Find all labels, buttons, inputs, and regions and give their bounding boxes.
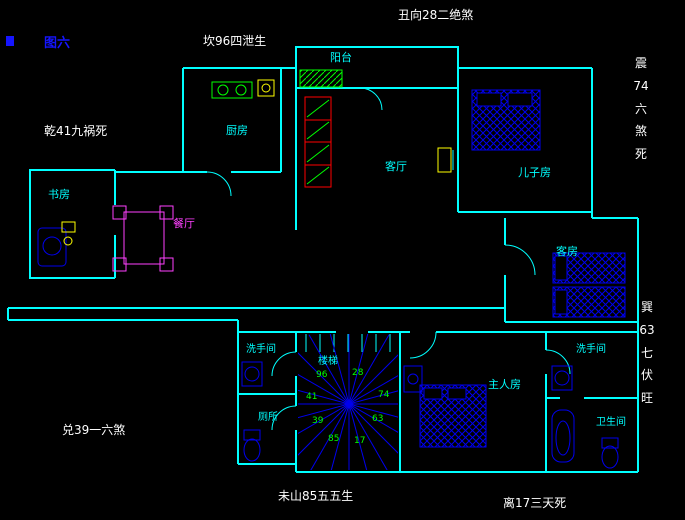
- kitchen-appliance: [257, 79, 275, 97]
- annotation-chou: 丑向28二绝煞: [398, 8, 474, 22]
- annotation-qian: 乾41九祸死: [44, 124, 108, 138]
- annotation-wei: 未山85五五生: [278, 489, 354, 503]
- room-label-master: 主人房: [488, 378, 521, 391]
- room-label-sons-room: 儿子房: [518, 166, 551, 179]
- study-desk: [37, 221, 76, 267]
- dining-table: [112, 205, 174, 272]
- compass-number: 85: [328, 434, 340, 444]
- master-wardrobe: [403, 365, 423, 393]
- compass-lines: [298, 334, 398, 470]
- annotation-zhen: 震 74 六 煞 死: [633, 56, 649, 162]
- room-label-bathroom: 卫生间: [596, 417, 626, 428]
- compass-number: 63: [372, 414, 384, 424]
- door-arcs: [206, 87, 571, 431]
- tv: [437, 147, 454, 173]
- bathtub: [551, 409, 575, 463]
- room-label-living: 客厅: [385, 160, 407, 173]
- figure-label: 图六: [44, 36, 71, 51]
- walls: [7, 46, 639, 473]
- compass-number: 39: [312, 416, 324, 426]
- toilet-fixture: [243, 429, 261, 462]
- washroom-right-sink: [551, 365, 573, 391]
- room-label-stairs: 楼梯: [318, 356, 338, 367]
- room-label-kitchen: 厨房: [226, 124, 248, 137]
- compass-number: 74: [378, 390, 390, 400]
- room-label-washroom-left: 洗手间: [246, 344, 276, 355]
- compass-number: 17: [354, 436, 366, 446]
- annotation-li: 离17三天死: [503, 496, 567, 510]
- balcony-planter: [299, 69, 343, 88]
- sofa: [304, 96, 332, 188]
- room-label-balcony: 阳台: [330, 51, 352, 64]
- annotation-xun: 巽 63 七 伏 旺: [639, 300, 655, 406]
- guest-beds: [552, 252, 626, 318]
- room-label-dining: 餐厅: [173, 217, 195, 230]
- sons-bed: [471, 89, 541, 151]
- stove: [211, 81, 253, 99]
- compass-number: 41: [306, 392, 318, 402]
- corner-mark: [6, 36, 14, 46]
- room-label-toilet: 厕所: [258, 412, 278, 423]
- bathroom-toilet: [601, 437, 619, 469]
- compass-number: 28: [352, 368, 364, 378]
- room-label-study: 书房: [48, 188, 70, 201]
- compass-number: 96: [316, 370, 328, 380]
- washroom-left-sink: [241, 361, 263, 387]
- room-label-guest: 客房: [556, 245, 578, 258]
- room-label-washroom-right: 洗手间: [576, 344, 606, 355]
- master-bed: [419, 384, 487, 448]
- stair-treads: [305, 334, 391, 352]
- annotation-kan: 坎96四泄生: [203, 34, 267, 48]
- annotation-dui: 兑39一六煞: [62, 423, 126, 437]
